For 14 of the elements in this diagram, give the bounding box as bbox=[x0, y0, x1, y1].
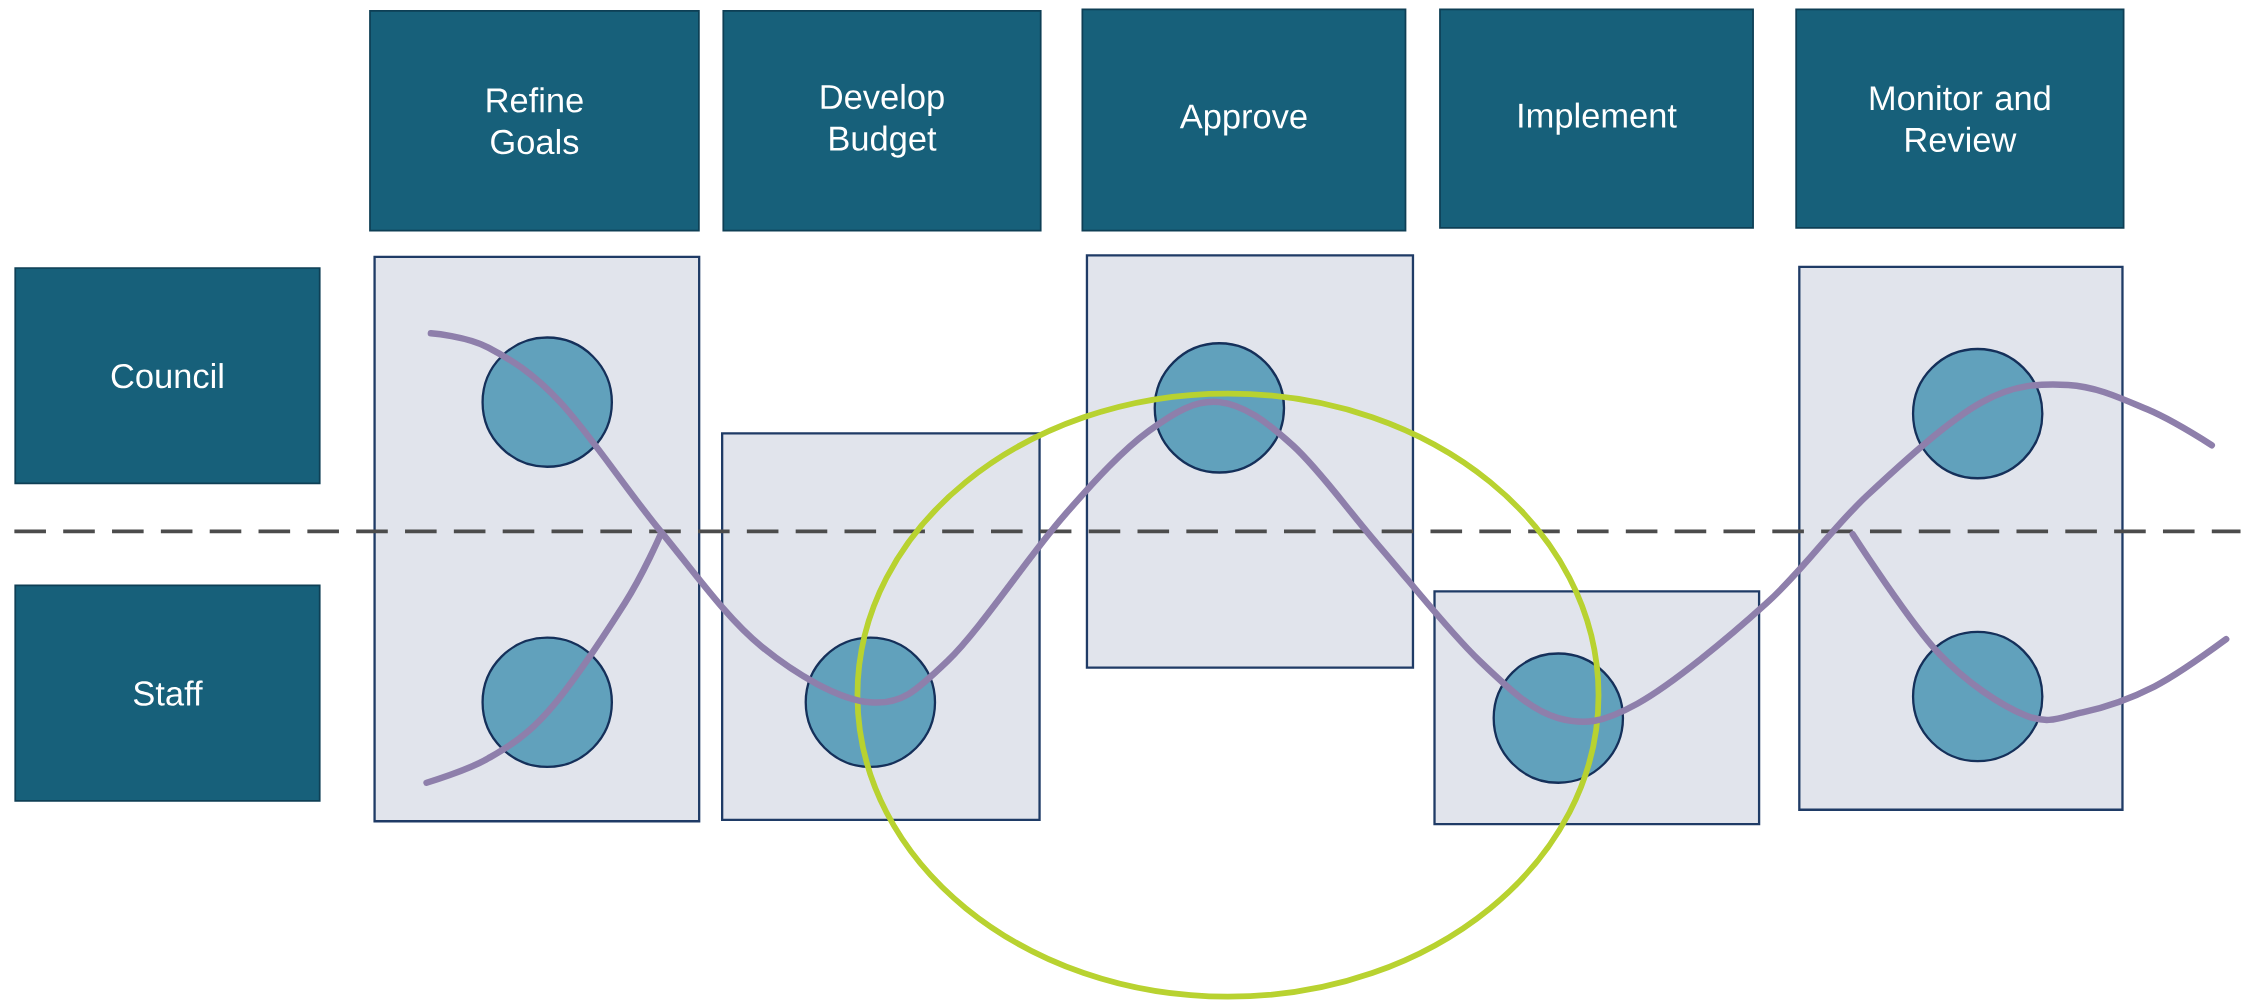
stage-box: Refine Goals bbox=[369, 9, 700, 232]
stage-box: Approve bbox=[1081, 8, 1407, 232]
circle-marker bbox=[1153, 341, 1286, 474]
stage-box: Develop Budget bbox=[722, 9, 1042, 232]
circle-marker bbox=[1492, 652, 1625, 784]
circle-marker bbox=[1911, 347, 2044, 480]
role-box: Staff bbox=[14, 584, 321, 802]
circle-marker bbox=[481, 336, 613, 468]
role-box: Council bbox=[14, 266, 321, 485]
circle-marker bbox=[1911, 630, 2044, 763]
stage-box: Implement bbox=[1439, 8, 1754, 229]
circle-marker bbox=[481, 636, 613, 768]
circle-marker bbox=[804, 636, 937, 768]
stage-box: Monitor and Review bbox=[1795, 8, 2125, 229]
